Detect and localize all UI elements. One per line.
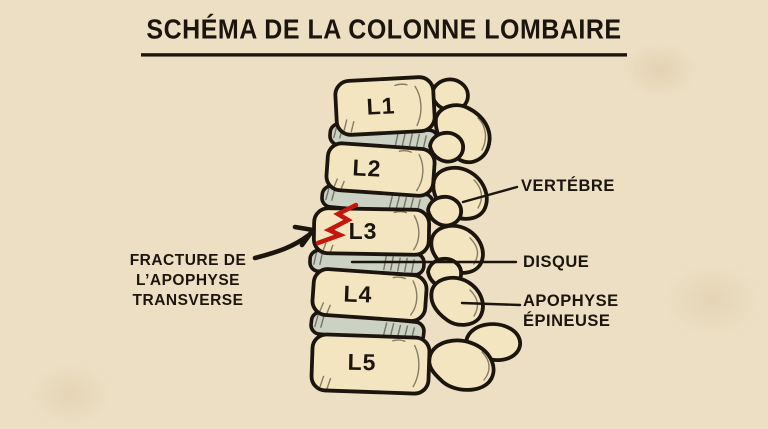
spinous-process-l4 <box>429 275 485 327</box>
vertebra-label-l2: L2 <box>351 154 383 182</box>
fracture-arrow <box>252 224 316 261</box>
leader-line-apophyse <box>460 301 522 307</box>
fracture-annotation-label: FRACTURE DE L’APOPHYSE TRANSVERSE <box>129 252 247 309</box>
fracture-mark <box>315 202 359 246</box>
posterior-processes-l5 <box>427 322 523 392</box>
vertebra-label-l4: L4 <box>343 280 373 308</box>
vertebra-label-l1: L1 <box>365 92 397 120</box>
vertebra-annotation-label: VERTÉBRE <box>521 177 615 195</box>
vertebra-body-l1 <box>333 75 437 137</box>
vertebra-label-l5: L5 <box>347 348 377 376</box>
page-title: SCHÉMA DE LA COLONNE LOMBAIRE <box>141 14 627 57</box>
vertebra-body-l5 <box>309 332 432 396</box>
articular-process-l3 <box>426 195 464 228</box>
vertebra-body-l2 <box>324 141 437 198</box>
vertebra-label-l3: L3 <box>348 218 378 244</box>
leader-line-vertebre <box>461 185 519 204</box>
spinous-process-annotation-label: APOPHYSE ÉPINEUSE <box>523 292 619 330</box>
posterior-processes-l4 <box>426 257 485 327</box>
articular-process-l2 <box>428 131 466 164</box>
disc-annotation-label: DISQUE <box>523 253 590 271</box>
spinous-process-l5 <box>427 338 496 392</box>
vertebra-body-l4 <box>310 267 429 323</box>
title-container: SCHÉMA DE LA COLONNE LOMBAIRE <box>0 14 768 57</box>
